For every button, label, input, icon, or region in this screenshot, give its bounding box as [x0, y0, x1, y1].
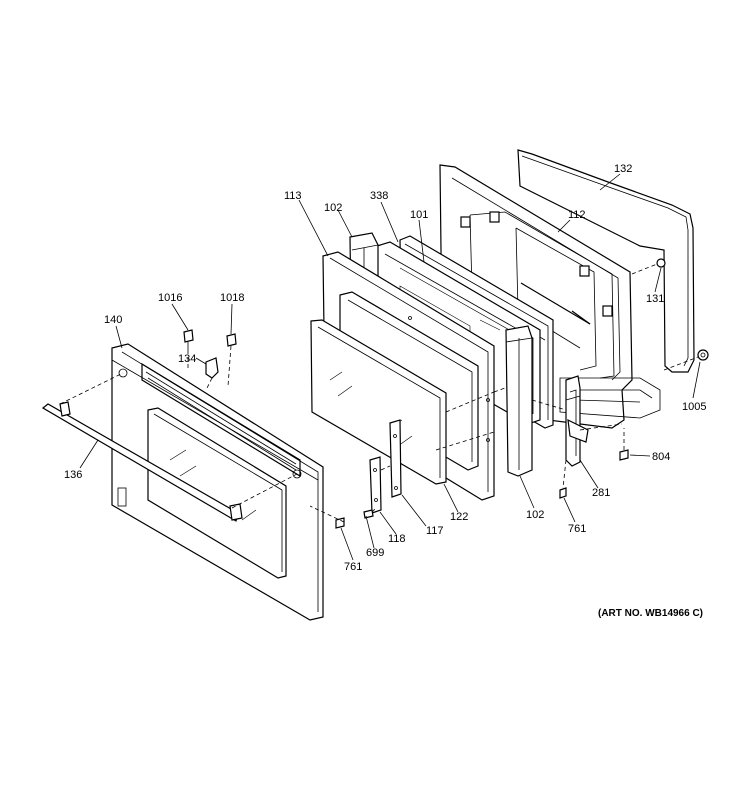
screw-761-hinge — [559, 487, 567, 499]
callout-761-door: 761 — [344, 561, 362, 573]
callout-102-back: 102 — [324, 202, 342, 214]
callout-122: 122 — [450, 511, 468, 523]
screw-1018 — [226, 333, 237, 347]
callout-1018: 1018 — [220, 292, 244, 304]
clip-134 — [205, 357, 219, 379]
callout-140: 140 — [104, 314, 122, 326]
callout-101: 101 — [410, 209, 428, 221]
callout-118: 118 — [388, 533, 406, 545]
window-pack-122 — [310, 319, 447, 485]
callout-699: 699 — [366, 547, 384, 559]
callout-1016: 1016 — [158, 292, 182, 304]
callout-labels: 132 112 131 1005 804 281 761 102 338 101… — [64, 163, 706, 573]
callout-281: 281 — [592, 487, 610, 499]
callout-113: 113 — [284, 190, 302, 202]
callout-136: 136 — [64, 469, 82, 481]
handle-136 — [41, 401, 243, 522]
screw-761-door — [335, 517, 345, 529]
callout-112: 112 — [568, 209, 586, 221]
screw-1016 — [183, 329, 194, 350]
screw-804 — [619, 449, 629, 461]
alignment-lines — [59, 263, 699, 523]
screw-131 — [656, 258, 666, 268]
callout-338: 338 — [370, 190, 388, 202]
door-insulation-102-front — [505, 325, 533, 477]
bracket-118 — [369, 456, 382, 514]
leader-lines — [79, 173, 701, 561]
callout-117: 117 — [426, 525, 444, 537]
callout-131: 131 — [646, 293, 664, 305]
art-number: (ART NO. WB14966 C) — [598, 608, 703, 619]
door-gasket-132 — [517, 149, 695, 373]
bracket-117 — [389, 419, 402, 498]
screw-699 — [363, 509, 374, 519]
screw-1005 — [697, 349, 709, 361]
callout-1005: 1005 — [682, 401, 706, 413]
callout-804: 804 — [652, 451, 670, 463]
outer-door-140 — [111, 343, 324, 621]
callout-102-front: 102 — [526, 509, 544, 521]
callout-132: 132 — [614, 163, 632, 175]
callout-134: 134 — [178, 353, 196, 365]
callout-761-hinge: 761 — [568, 523, 586, 535]
